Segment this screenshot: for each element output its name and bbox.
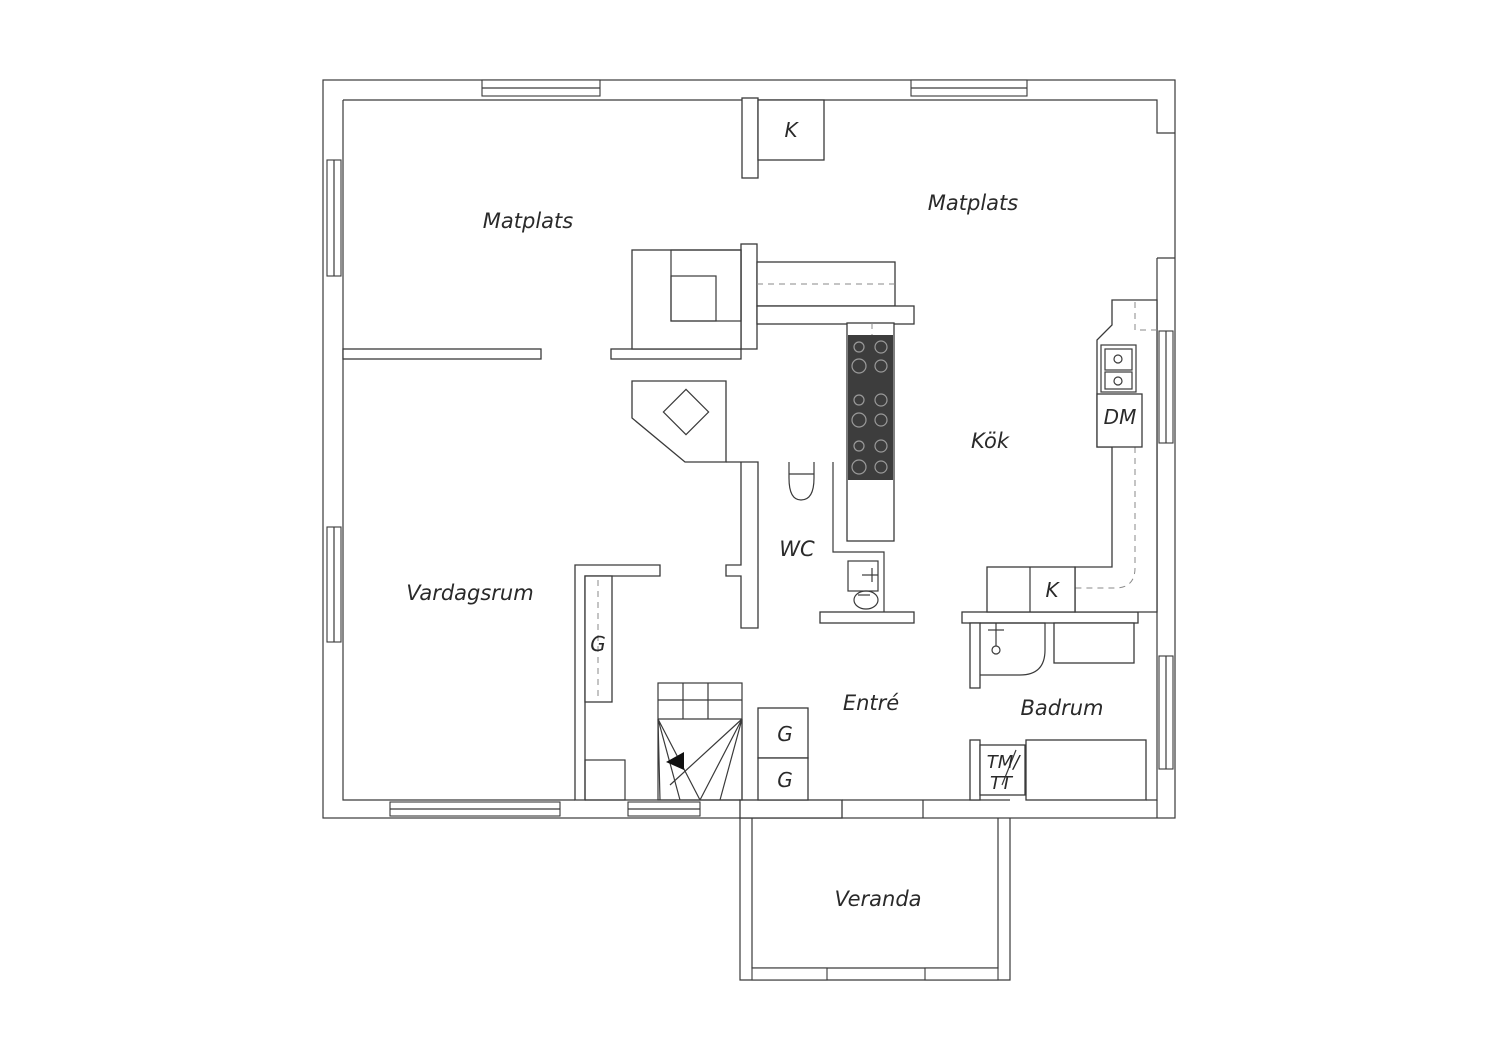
wc-fixtures [788, 462, 885, 612]
entrance-closets [757, 707, 809, 801]
dishwasher [1096, 393, 1143, 448]
kitchen-counter [986, 299, 1158, 613]
windows [326, 79, 1174, 817]
kitchen-island [846, 322, 895, 542]
fixture-label-k-top: K [784, 118, 799, 142]
top-closet [757, 99, 825, 161]
room-label-entre: Entré [843, 691, 899, 715]
interior-walls [342, 97, 1139, 819]
washer-dryer [979, 744, 1026, 796]
fixture-label-k-kitchen: K [1045, 578, 1060, 602]
fixture-label-tm: TM/ [987, 752, 1022, 773]
wc-sink-icon [847, 560, 879, 592]
shower-icon [980, 622, 1046, 676]
corner-stove [631, 380, 727, 463]
room-label-badrum: Badrum [1020, 696, 1103, 720]
fixture-label-g-left: G [590, 632, 606, 656]
fireplace [631, 249, 742, 350]
veranda [739, 818, 1011, 981]
fixture-label-dm: DM [1104, 405, 1137, 429]
toilet-icon [788, 462, 815, 501]
room-label-veranda: Veranda [834, 887, 921, 911]
fixture-label-g-upper: G [777, 722, 793, 746]
fixture-label-g-lower: G [777, 768, 793, 792]
staircase [584, 682, 743, 801]
bath-counter [1053, 622, 1135, 664]
fixture-label-tt: TT [990, 773, 1014, 794]
room-label-vardagsrum: Vardagsrum [406, 581, 533, 605]
room-label-matplats-left: Matplats [483, 209, 573, 233]
bathtub [1025, 739, 1147, 801]
kitchen-sink-icon [1100, 344, 1137, 393]
room-label-wc: WC [779, 537, 815, 561]
bathroom-fixtures [979, 622, 1147, 801]
stair-arrow-icon [666, 752, 684, 770]
room-label-kok: Kök [971, 429, 1010, 453]
room-label-matplats-right: Matplats [928, 191, 1018, 215]
stove-top [848, 335, 893, 480]
